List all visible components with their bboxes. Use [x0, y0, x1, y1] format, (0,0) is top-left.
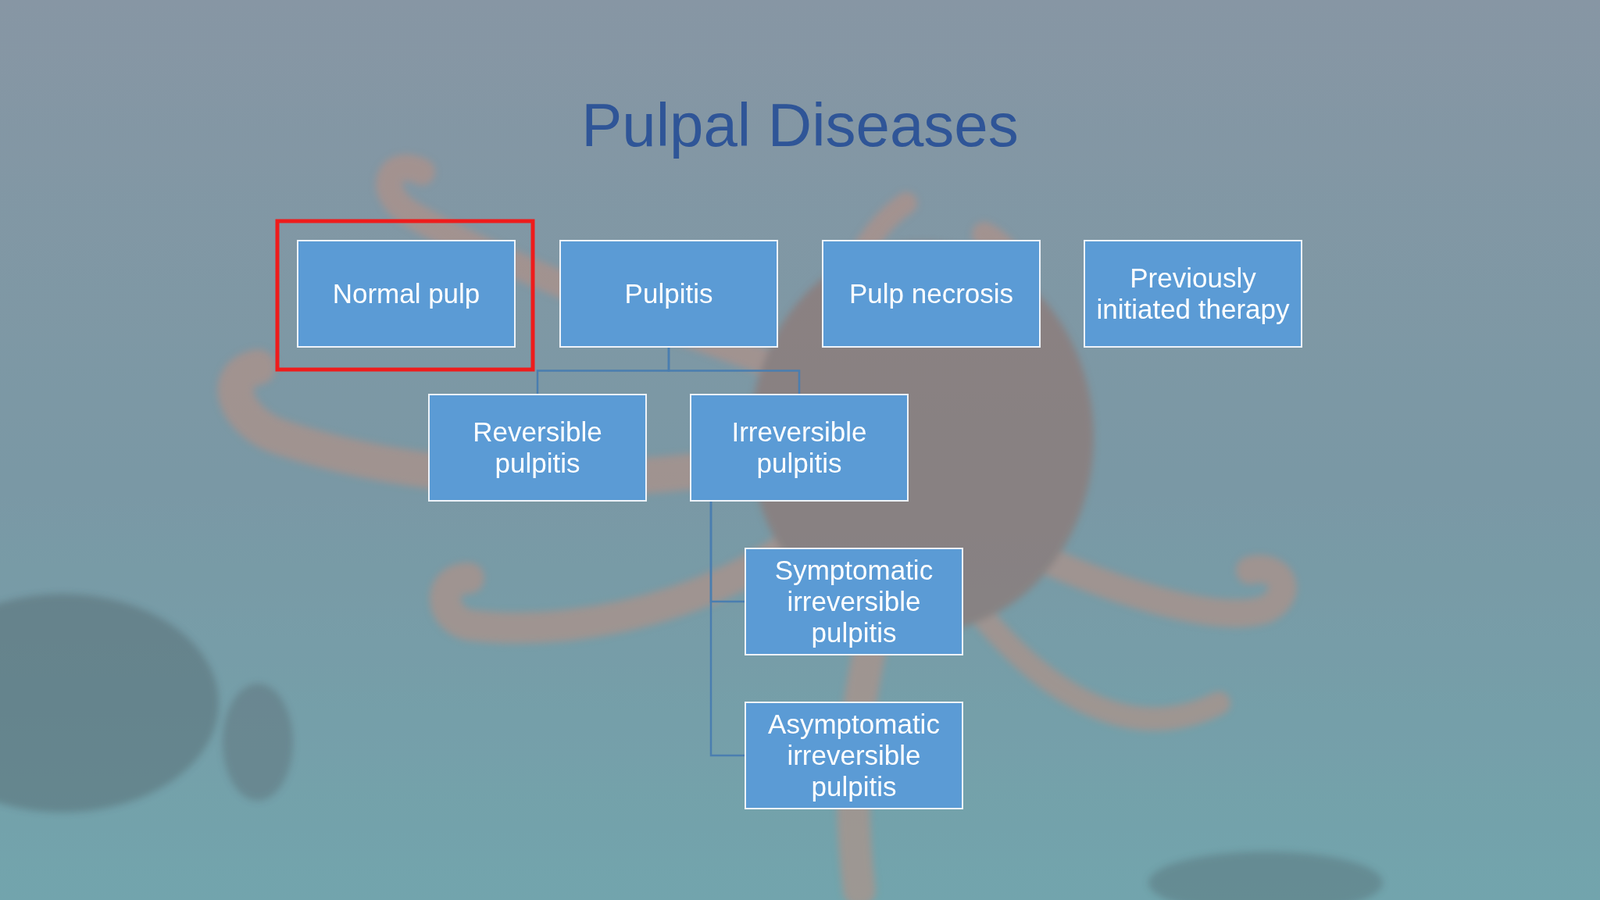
- diagram-title: Pulpal Diseases: [0, 90, 1600, 161]
- box-label: Asymptomatic irreversible pulpitis: [752, 708, 956, 804]
- highlight-frame: [277, 221, 533, 370]
- tree-connector: [537, 347, 669, 394]
- tree-connector: [710, 501, 745, 602]
- box-label: Normal pulp: [332, 278, 481, 310]
- category-box: Symptomatic irreversible pulpitis: [744, 547, 964, 656]
- category-box: Normal pulp: [296, 239, 516, 348]
- box-label: Irreversible pulpitis: [697, 416, 901, 480]
- category-box: Reversible pulpitis: [428, 393, 647, 502]
- category-box: Pulpitis: [559, 239, 779, 348]
- tree-connector: [710, 501, 745, 756]
- box-label: Pulp necrosis: [849, 278, 1014, 310]
- box-label: Pulpitis: [625, 278, 714, 310]
- category-box: Asymptomatic irreversible pulpitis: [744, 701, 964, 810]
- category-box: Pulp necrosis: [821, 239, 1041, 348]
- box-label: Symptomatic irreversible pulpitis: [752, 554, 956, 650]
- tree-connector: [668, 347, 800, 394]
- category-box: Irreversible pulpitis: [689, 393, 909, 502]
- box-label: Reversible pulpitis: [435, 416, 640, 480]
- box-label: Previously initiated therapy: [1091, 262, 1295, 326]
- category-box: Previously initiated therapy: [1083, 239, 1303, 348]
